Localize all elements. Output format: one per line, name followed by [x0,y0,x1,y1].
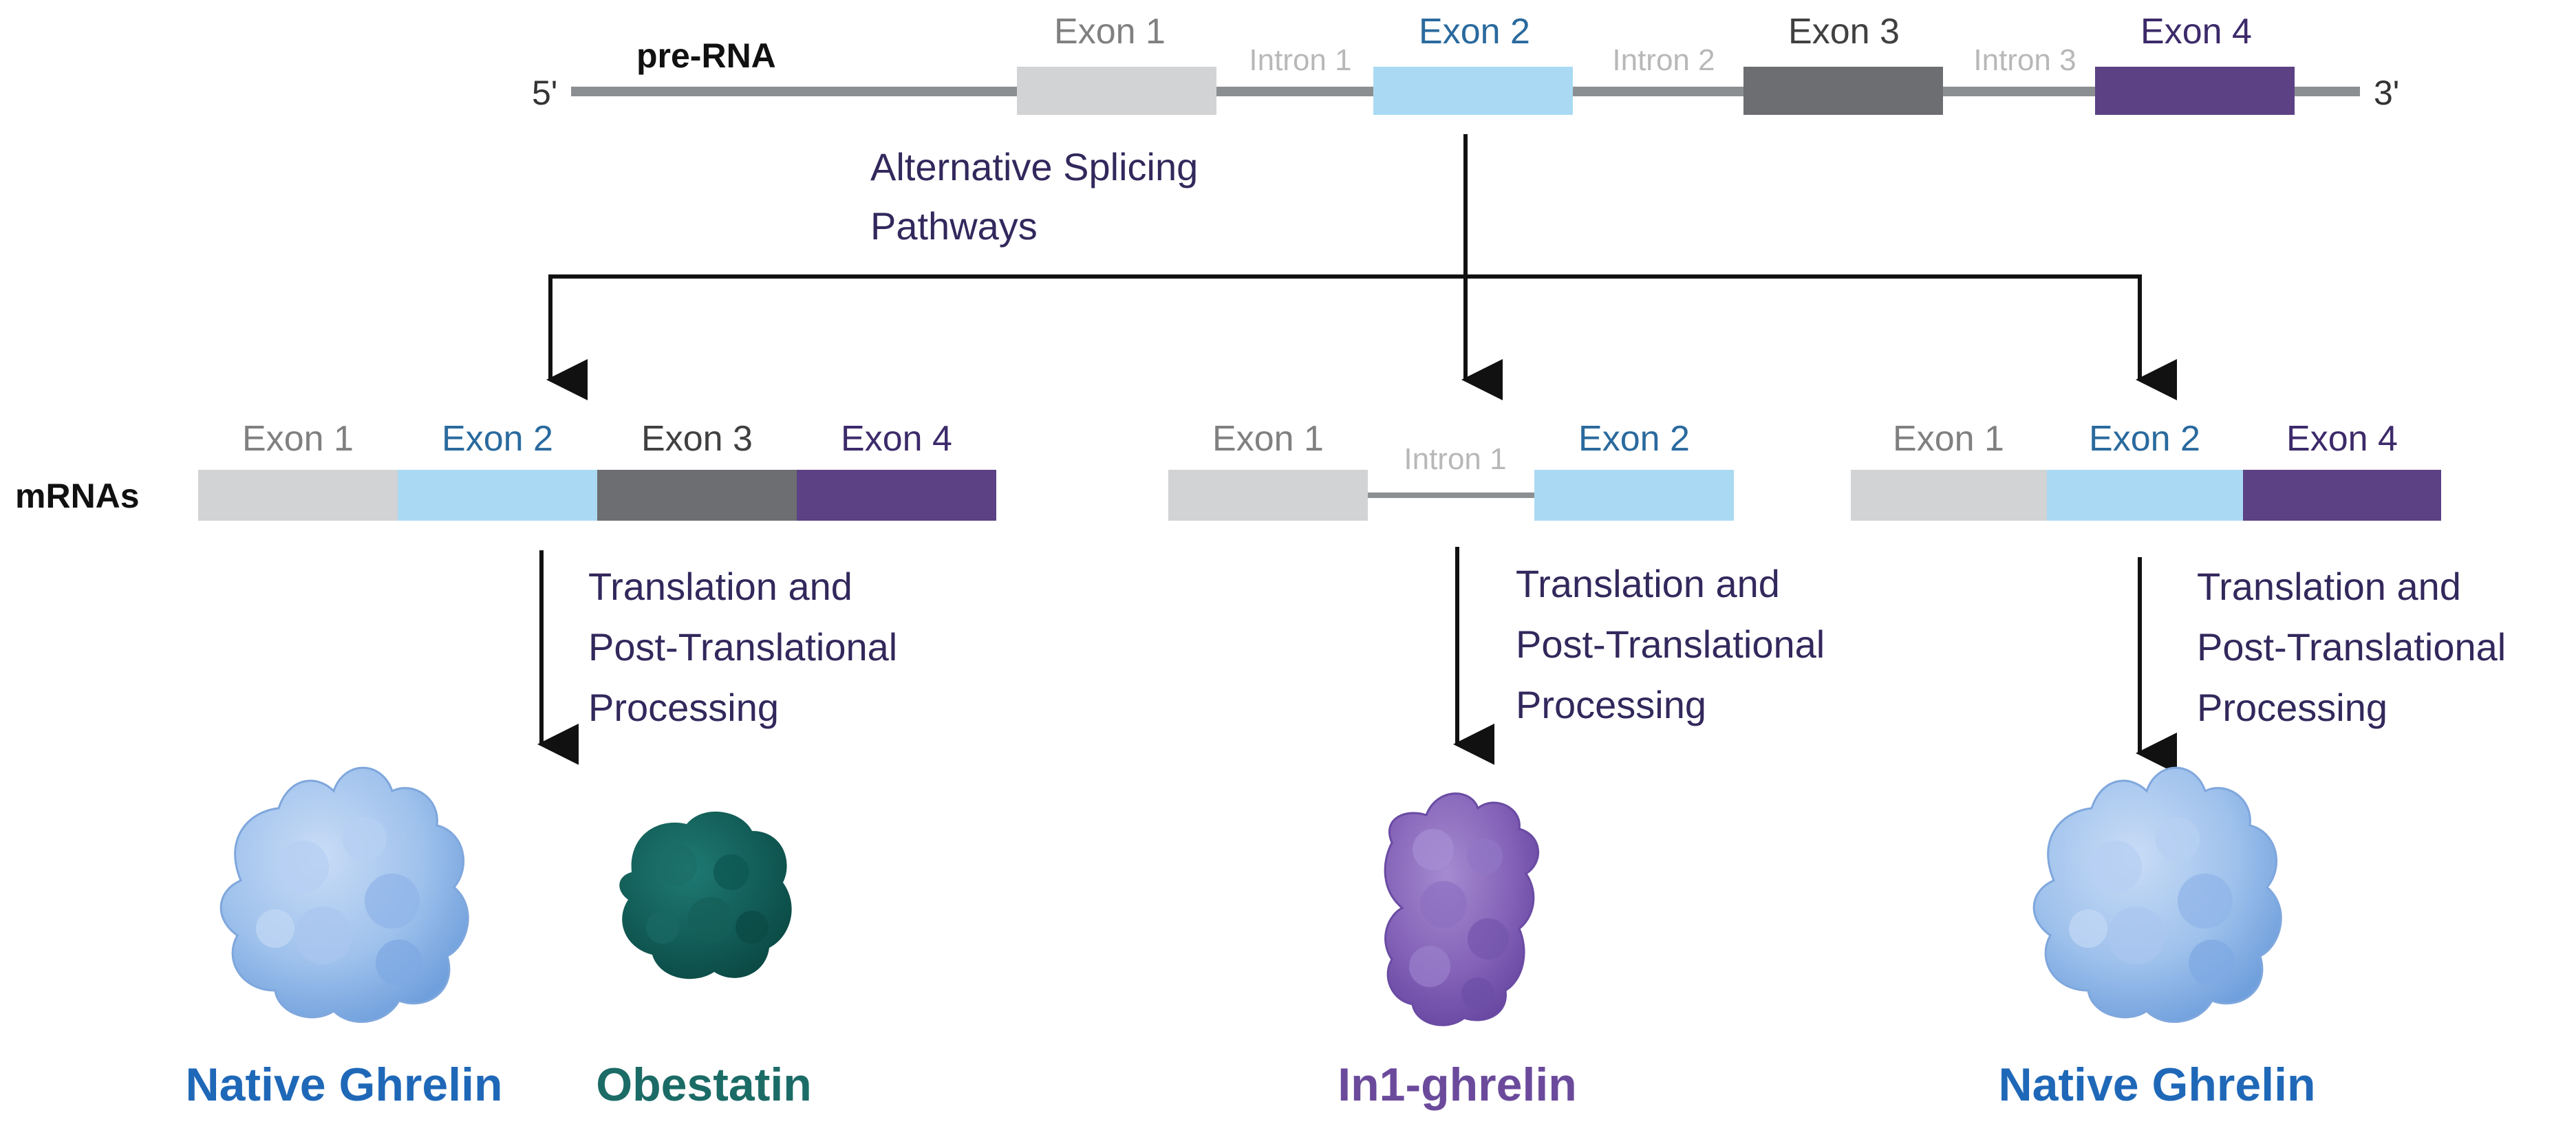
ghrelin-protein-icon [219,766,469,1024]
mrna-1-exon3-block [597,470,797,521]
mrna-1-exon4-block [797,470,996,521]
mrna-3-exon2-block [2047,470,2243,521]
splicing-label-line2: Pathways [870,204,1038,248]
in1-ghrelin-protein-icon [1384,792,1540,1026]
three-prime-label: 3' [2374,74,2399,112]
mrna-2-exon2-block [1534,470,1734,521]
pre-rna-exon4-block [2095,67,2295,115]
pre-rna-exon2-label: Exon 2 [1419,12,1530,52]
mrna-1-exon1-label: Exon 1 [242,419,354,459]
pre-rna-label: pre-RNA [636,36,776,75]
product-obestatin: Obestatin [596,1059,812,1111]
pre-rna-exon2-block [1373,67,1573,115]
splicing-label-line1: Alternative Splicing [870,145,1198,188]
pre-rna-exon4-label: Exon 4 [2140,12,2252,52]
translation-labels: Translation and Post-Translational Proce… [588,562,2506,729]
pre-rna-strand: pre-RNA 5' 3' Exon 1 Intron 1 Exon 2 Int… [532,12,2399,115]
product-native-ghrelin-2: Native Ghrelin [1998,1059,2315,1111]
mrna-3-exon4-block [2243,470,2441,521]
product-native-ghrelin-1: Native Ghrelin [185,1059,502,1111]
mrna-1-exon2-label: Exon 2 [442,419,553,459]
pre-rna-intron2-label: Intron 2 [1612,43,1715,77]
mrna-2-exon1-block [1168,470,1368,521]
process-2-line2: Post-Translational [1516,622,1825,666]
process-2-line3: Processing [1516,683,1706,726]
splicing-arrows [546,134,2177,400]
product-in1-ghrelin: In1-ghrelin [1338,1059,1577,1111]
mrnas-label: mRNAs [15,477,140,515]
pre-rna-intron3-label: Intron 3 [1973,43,2076,77]
obestatin-protein-icon [619,811,792,979]
process-3-line2: Post-Translational [2197,625,2506,669]
mrna-1-exon3-label: Exon 3 [641,419,753,459]
process-1-line1: Translation and [588,565,852,608]
process-3-line1: Translation and [2197,565,2461,608]
translation-arrows [537,547,2177,774]
mrna-2: Exon 1 Intron 1 Exon 2 [1168,419,1734,521]
mrna-2-intron1-label: Intron 1 [1404,442,1506,476]
pre-rna-exon3-label: Exon 3 [1788,12,1900,52]
pre-rna-intron1-label: Intron 1 [1249,43,1351,77]
mrna-1: Exon 1 Exon 2 Exon 3 Exon 4 [198,419,996,521]
ghrelin-protein-icon [2032,766,2282,1024]
mrna-3: Exon 1 Exon 2 Exon 4 [1851,419,2441,521]
process-3-line3: Processing [2197,686,2387,729]
mrna-1-exon4-label: Exon 4 [841,419,952,459]
five-prime-label: 5' [532,74,557,112]
mrna-1-exon2-block [398,470,597,521]
pre-rna-exon1-label: Exon 1 [1054,12,1166,52]
mrna-3-exon1-block [1851,470,2047,521]
mrna-3-exon1-label: Exon 1 [1893,419,2004,459]
pre-rna-exon3-block [1743,67,1943,115]
mrna-3-exon2-label: Exon 2 [2089,419,2200,459]
process-2-line1: Translation and [1516,562,1780,605]
process-1-line2: Post-Translational [588,625,897,669]
process-1-line3: Processing [588,686,779,729]
mrna-1-exon1-block [198,470,398,521]
mrna-2-exon1-label: Exon 1 [1212,419,1324,459]
pre-rna-exon1-block [1017,67,1216,115]
mrna-2-exon2-label: Exon 2 [1578,419,1690,459]
mrna-3-exon4-label: Exon 4 [2286,419,2398,459]
